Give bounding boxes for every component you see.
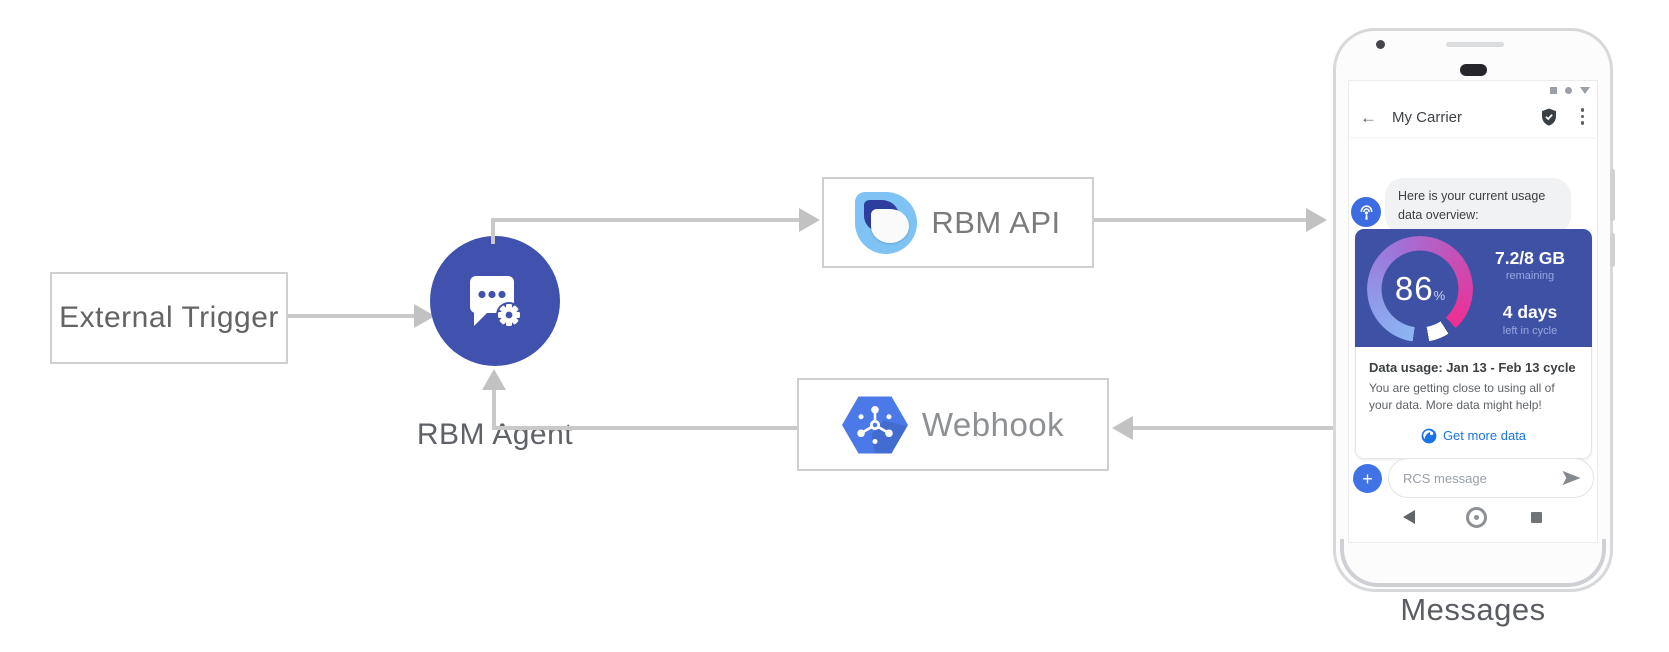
- arrow-agent-to-api-hline: [491, 218, 799, 222]
- rbm-agent-node: [430, 236, 560, 366]
- send-icon[interactable]: [1562, 470, 1581, 486]
- data-usage-gauge: [1367, 236, 1473, 342]
- arrow-trigger-to-agent-head: [414, 304, 435, 328]
- earpiece: [1460, 64, 1487, 76]
- rbm-api-logo-icon: [855, 191, 918, 254]
- data-usage-card: 86 % 7.2/8 GB remaining 4 days left in c…: [1355, 229, 1592, 459]
- webhook-label: Webhook: [921, 405, 1065, 443]
- nav-recents-button[interactable]: [1531, 511, 1542, 523]
- usage-card-header: 86 % 7.2/8 GB remaining 4 days left in c…: [1355, 229, 1592, 347]
- status-square-icon: [1550, 86, 1557, 94]
- external-trigger-label: External Trigger: [59, 301, 279, 334]
- get-more-data-button[interactable]: Get more data: [1369, 428, 1578, 444]
- rcs-message-input[interactable]: [1401, 469, 1562, 487]
- data-remaining-value: 7.2/8 GB: [1494, 248, 1566, 268]
- days-left-value: 4 days: [1502, 302, 1558, 323]
- arrow-webhook-to-agent-head: [482, 369, 506, 390]
- agent-avatar: [1351, 197, 1381, 227]
- arrow-trigger-to-agent-line: [288, 314, 416, 318]
- gauge-percent: 86 %: [1367, 236, 1473, 342]
- arrow-phone-to-webhook-line: [1133, 426, 1335, 430]
- arrow-webhook-to-agent-vline: [492, 389, 496, 430]
- nav-home-button[interactable]: [1466, 506, 1487, 528]
- gauge-percent-value: 86: [1394, 270, 1434, 307]
- status-triangle-icon: [1580, 86, 1590, 94]
- status-bar: [1550, 85, 1590, 95]
- overflow-menu-icon[interactable]: [1580, 108, 1584, 125]
- speaker-grill: [1446, 42, 1504, 47]
- webhook-box: Webhook: [797, 378, 1109, 471]
- webhook-hexagon-icon: [841, 395, 908, 454]
- data-remaining-caption: remaining: [1505, 270, 1555, 283]
- rbm-api-label: RBM API: [931, 204, 1061, 240]
- verified-shield-icon[interactable]: [1539, 107, 1559, 127]
- arrow-api-to-phone-line: [1094, 218, 1306, 222]
- android-navbar: [1349, 505, 1597, 529]
- messages-caption: Messages: [1400, 592, 1546, 627]
- arrow-agent-to-api-head: [799, 208, 820, 232]
- arrow-agent-to-api-vline: [491, 218, 495, 244]
- chat-bubble-gear-icon: [470, 276, 522, 328]
- phone-mockup: ← My Carrier Here is your current usage …: [1333, 28, 1615, 592]
- attach-plus-button[interactable]: +: [1353, 464, 1382, 493]
- agent-message-bubble: Here is your current usage data overview…: [1385, 178, 1571, 234]
- arrow-api-to-phone-head: [1306, 208, 1327, 232]
- usage-card-title: Data usage: Jan 13 - Feb 13 cycle: [1369, 360, 1576, 375]
- gauge-percent-unit: %: [1433, 287, 1446, 303]
- get-more-data-icon: [1421, 428, 1437, 444]
- days-left-caption: left in cycle: [1502, 324, 1558, 337]
- nav-back-button[interactable]: [1403, 510, 1415, 524]
- conversation-title: My Carrier: [1392, 108, 1462, 126]
- phone-chin: [1340, 539, 1606, 587]
- status-dot-icon: [1565, 86, 1572, 94]
- back-arrow-icon[interactable]: ←: [1360, 107, 1377, 127]
- message-composer: [1388, 458, 1594, 498]
- phone-screen: ← My Carrier Here is your current usage …: [1348, 80, 1598, 543]
- arrow-phone-to-webhook-head: [1112, 416, 1133, 440]
- external-trigger-box: External Trigger: [50, 272, 288, 364]
- conversation-header: ← My Carrier: [1349, 97, 1597, 137]
- usage-stats: 7.2/8 GB remaining 4 days left in cycle: [1474, 248, 1586, 337]
- usage-card-description: You are getting close to using all of yo…: [1369, 381, 1555, 413]
- usage-card-body: Data usage: Jan 13 - Feb 13 cycle You ar…: [1355, 347, 1592, 459]
- rbm-api-box: RBM API: [822, 177, 1094, 268]
- antenna-icon: [1360, 204, 1372, 220]
- arrow-webhook-to-agent-hline: [492, 426, 797, 430]
- phone-volume-button: [1610, 233, 1615, 267]
- get-more-data-label: Get more data: [1442, 428, 1527, 444]
- front-camera: [1376, 40, 1385, 49]
- phone-power-button: [1610, 169, 1615, 221]
